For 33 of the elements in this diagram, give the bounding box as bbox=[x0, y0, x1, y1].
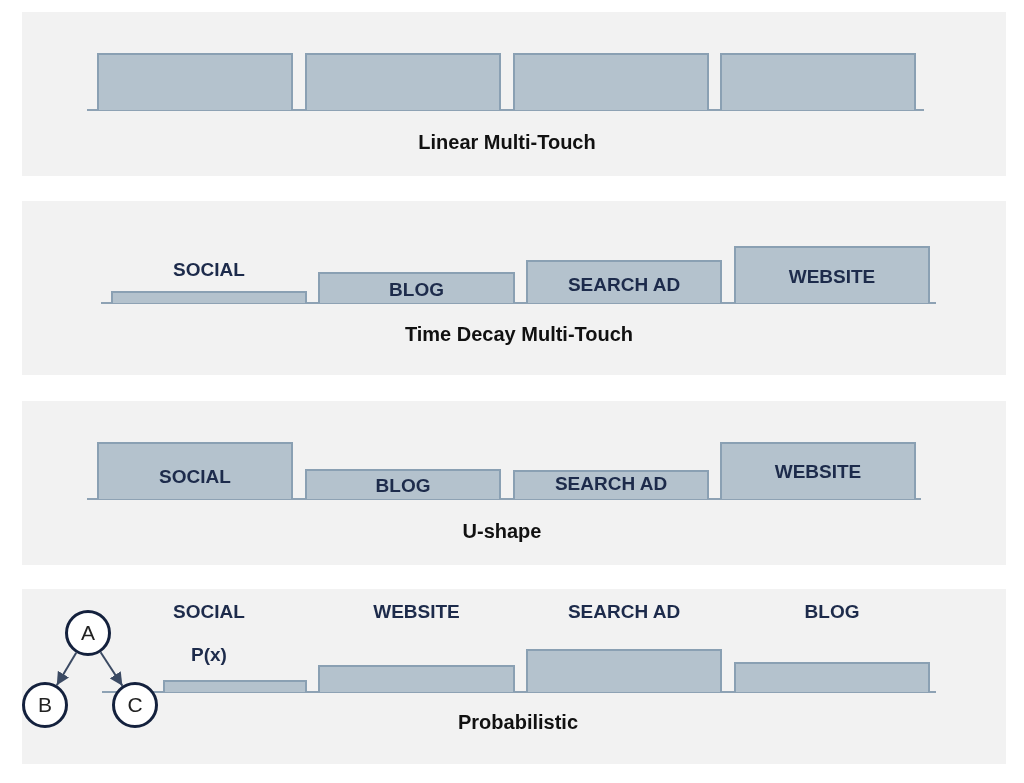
node-letter: B bbox=[38, 693, 52, 717]
bar-label: WEBSITE bbox=[774, 461, 862, 483]
bar-label: BLOG bbox=[389, 279, 444, 301]
panel-title: Linear Multi-Touch bbox=[418, 130, 596, 154]
panel bbox=[22, 401, 1006, 565]
node-letter: C bbox=[127, 693, 143, 717]
panel bbox=[22, 12, 1006, 176]
bar-annotation: P(x) bbox=[191, 644, 227, 666]
circle-node bbox=[112, 682, 158, 728]
bar-label: SEARCH AD bbox=[554, 473, 668, 495]
bar bbox=[305, 53, 501, 110]
bar-label: WEBSITE bbox=[788, 266, 876, 288]
panel-title: Time Decay Multi-Touch bbox=[404, 322, 634, 346]
bar bbox=[720, 53, 916, 110]
column-heading: WEBSITE bbox=[373, 601, 460, 623]
panel bbox=[22, 589, 1006, 764]
circle-node bbox=[65, 610, 111, 656]
bar bbox=[513, 53, 709, 110]
node-letter: A bbox=[81, 621, 95, 645]
circle-node bbox=[22, 682, 68, 728]
bar-label: SOCIAL bbox=[159, 466, 231, 488]
panel-title: Probabilistic bbox=[458, 710, 578, 734]
bar-label: SEARCH AD bbox=[567, 274, 681, 296]
panel-title: U-shape bbox=[462, 519, 542, 543]
arrow bbox=[55, 651, 78, 687]
panel bbox=[22, 201, 1006, 375]
column-heading: SEARCH AD bbox=[567, 601, 681, 623]
column-heading: SOCIAL bbox=[173, 259, 245, 281]
column-heading: BLOG bbox=[804, 601, 860, 623]
column-heading: SOCIAL bbox=[173, 601, 245, 623]
arrow bbox=[99, 651, 124, 687]
bar bbox=[97, 53, 293, 110]
bar-label: BLOG bbox=[375, 475, 431, 497]
